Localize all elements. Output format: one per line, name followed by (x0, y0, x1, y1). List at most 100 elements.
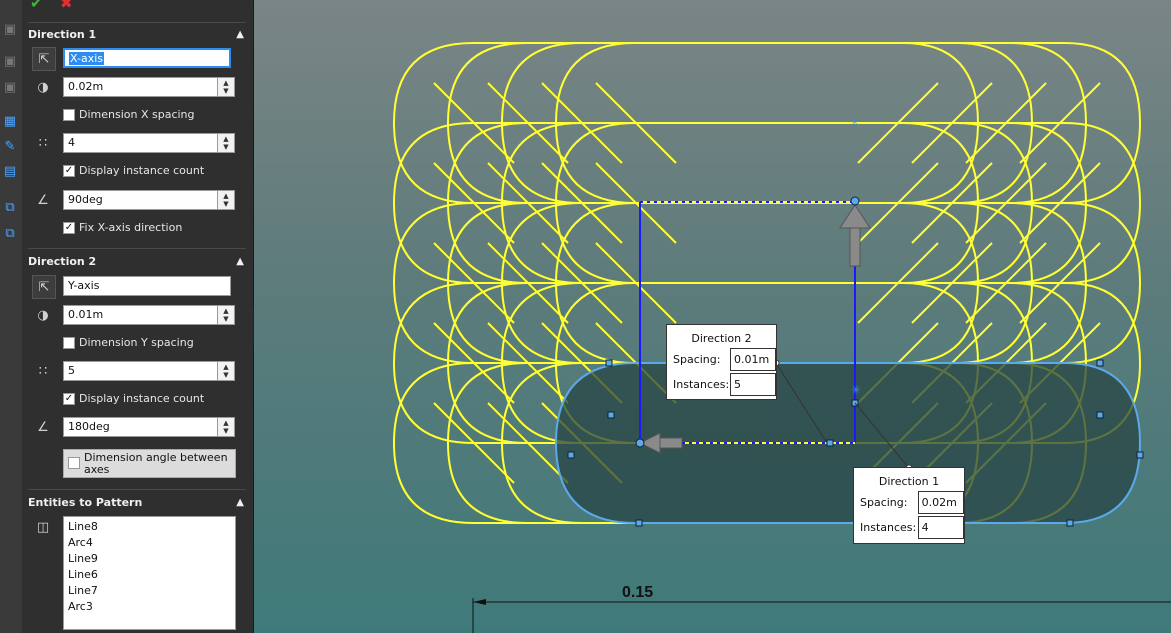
direction2-callout[interactable]: Direction 2 Spacing: 0.01m Instances: 5 (666, 324, 777, 400)
direction1-instances-input[interactable]: 4 (63, 133, 218, 153)
copy-entities-icon[interactable]: ⧉ (5, 199, 15, 215)
sketch-point[interactable] (1096, 411, 1104, 419)
direction2-arrow-handle[interactable] (839, 204, 871, 267)
direction1-callout-instances[interactable]: 4 (917, 516, 964, 539)
sketch-point[interactable] (635, 438, 645, 448)
sketch-point[interactable] (567, 451, 575, 459)
direction2-header[interactable]: Direction 2 ▲ (28, 251, 246, 271)
pattern-construction-line (1019, 82, 1101, 164)
direction1-spacing-stepper[interactable]: ▲▼ (217, 77, 235, 97)
callout-title: Direction 2 (691, 332, 752, 345)
dimension-angle-checkbox[interactable]: Dimension angle between axes (63, 449, 236, 478)
callout-title: Direction 1 (878, 475, 940, 488)
list-item[interactable]: Arc4 (68, 536, 93, 549)
cancel-x-icon[interactable]: ✖ (60, 0, 73, 12)
direction2-dimension-spacing-checkbox[interactable]: Dimension Y spacing (63, 336, 194, 349)
spacing-icon: ◑ (37, 79, 49, 95)
instances-icon: ∷ (38, 135, 48, 151)
direction1-header[interactable]: Direction 1 ▲ (28, 24, 246, 44)
pattern-tool-icon[interactable]: ▦ (3, 113, 17, 129)
dimension-value[interactable]: 0.15 (622, 584, 654, 601)
list-item[interactable]: Arc3 (68, 600, 93, 613)
direction1-angle-input[interactable]: 90deg (63, 190, 218, 210)
callout-leader (775, 362, 828, 444)
pattern-construction-line (433, 82, 515, 164)
display-tool-icon[interactable]: ▤ (3, 163, 17, 179)
sketch-point[interactable] (1136, 451, 1144, 459)
pattern-instance (554, 42, 1142, 204)
callout-spacing-label: Spacing: (673, 353, 721, 366)
direction1-instances-stepper[interactable]: ▲▼ (217, 133, 235, 153)
sketch-point[interactable] (635, 519, 643, 527)
direction1-callout-spacing[interactable]: 0.02m (917, 491, 964, 514)
pattern-construction-line (595, 82, 677, 164)
reverse-direction-icon[interactable]: ⇱ (32, 47, 56, 71)
ok-check-icon[interactable]: ✔ (30, 0, 43, 12)
section-separator (28, 248, 246, 249)
sketch-points[interactable] (567, 196, 1144, 527)
collapse-chevron-icon[interactable]: ▲ (236, 496, 244, 508)
pattern-construction-line (487, 82, 569, 164)
direction2-callout-instances[interactable]: 5 (730, 373, 776, 396)
callout-leader-2 (854, 402, 910, 469)
entities-title: Entities to Pattern (28, 495, 143, 509)
sketch-tool-icon[interactable]: ✎ (4, 138, 16, 154)
pattern-construction-line (541, 82, 623, 164)
entities-header[interactable]: Entities to Pattern ▲ (28, 492, 246, 512)
pattern-construction-line (965, 82, 1047, 164)
list-item[interactable]: Line6 (68, 568, 98, 581)
instances-icon: ∷ (38, 363, 48, 379)
origin-marker-icon-2: ✳ (851, 118, 859, 128)
collapse-chevron-icon[interactable]: ▲ (236, 28, 244, 40)
direction2-angle-stepper[interactable]: ▲▼ (217, 417, 235, 437)
direction2-spacing-stepper[interactable]: ▲▼ (217, 305, 235, 325)
copy-entities-icon-2[interactable]: ⧉ (5, 225, 15, 241)
direction1-title: Direction 1 (28, 27, 97, 41)
direction1-axis-field[interactable]: X-axis (63, 48, 231, 68)
pattern-construction-line (911, 82, 993, 164)
direction2-angle-input[interactable]: 180deg (63, 417, 218, 437)
list-item[interactable]: Line7 (68, 584, 98, 597)
direction2-title: Direction 2 (28, 254, 97, 268)
sketch-point[interactable] (850, 196, 860, 206)
sketch-point[interactable] (1066, 519, 1074, 527)
direction2-callout-spacing[interactable]: 0.01m (730, 348, 776, 371)
direction1-callout[interactable]: Direction 1 Spacing: 0.02m Instances: 4 (853, 467, 965, 544)
callout-instances-label: Instances: (673, 378, 730, 391)
cube-view-icon[interactable]: ▣ (3, 21, 17, 37)
direction2-instances-stepper[interactable]: ▲▼ (217, 361, 235, 381)
direction1-display-count-checkbox[interactable]: ✓Display instance count (63, 164, 205, 177)
sketch-point[interactable] (607, 411, 615, 419)
list-item[interactable]: Line9 (68, 552, 98, 565)
section-separator (28, 22, 246, 23)
direction2-spacing-input[interactable]: 0.01m (63, 305, 218, 325)
origin-marker-icon: ✳ (851, 383, 861, 397)
entities-icon: ◫ (36, 519, 50, 535)
cube-view-icon-2[interactable]: ▣ (3, 53, 17, 69)
direction2-instances-input[interactable]: 5 (63, 361, 218, 381)
sketch-point[interactable] (826, 439, 834, 447)
pattern-instance (554, 122, 1142, 284)
cube-view-icon-3[interactable]: ▣ (3, 79, 17, 95)
feature-manager-strip: ▣ ▣ ▣ ▦ ✎ ▤ ⧉ ⧉ (0, 0, 23, 633)
sketch-point[interactable] (605, 359, 613, 367)
reverse-direction-icon[interactable]: ⇱ (32, 275, 56, 299)
angle-icon: ∠ (37, 419, 49, 435)
callout-instances-label: Instances: (860, 521, 917, 534)
direction2-axis-field[interactable]: Y-axis (63, 276, 231, 296)
sketch-canvas: ✳ ✳ (392, 42, 1171, 633)
sketch-point[interactable] (1096, 359, 1104, 367)
direction2-display-count-checkbox[interactable]: ✓Display instance count (63, 392, 205, 405)
direction1-arrow-handle[interactable] (638, 432, 683, 454)
pattern-construction-line (857, 82, 939, 164)
direction1-spacing-input[interactable]: 0.02m (63, 77, 218, 97)
direction1-dimension-spacing-checkbox[interactable]: Dimension X spacing (63, 108, 195, 121)
collapse-chevron-icon[interactable]: ▲ (236, 255, 244, 267)
fix-x-axis-checkbox[interactable]: ✓Fix X-axis direction (63, 221, 183, 234)
property-manager: ✔ ✖ Direction 1 ▲ ⇱ X-axis ◑ 0.02m ▲▼ Di… (22, 0, 254, 633)
direction1-angle-stepper[interactable]: ▲▼ (217, 190, 235, 210)
graphics-area[interactable]: ✳ ✳ Direction 2 Spacing: 0.01m Instances… (254, 0, 1171, 633)
dimension-arrow-icon (473, 599, 486, 605)
entities-list[interactable]: Line8 Arc4 Line9 Line6 Line7 Arc3 (63, 516, 236, 630)
list-item[interactable]: Line8 (68, 520, 98, 533)
